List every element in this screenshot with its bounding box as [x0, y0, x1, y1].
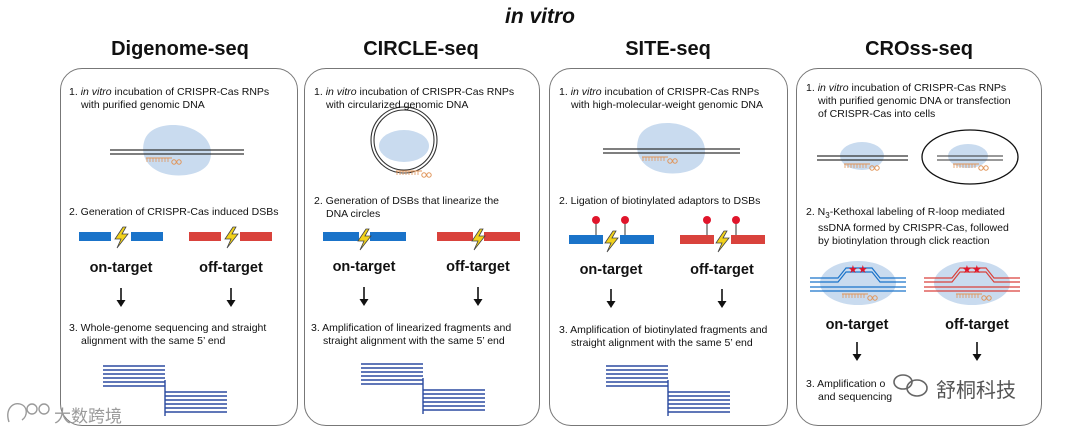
site-on-target-adaptors: [569, 215, 654, 253]
circle-off-target-dsb: [437, 228, 520, 251]
circle-on-target-label: on-target: [332, 259, 396, 275]
panel-digenome-seq: [60, 68, 298, 426]
cross-on-target-label: on-target: [825, 317, 889, 333]
main-title: in vitro: [504, 5, 575, 28]
site-dna-complex: [603, 122, 740, 174]
digenome-step1: 1. in vitro incubation of CRISPR-Cas RNP…: [69, 86, 270, 111]
circle-step2: 2. Generation of DSBs that linearize the…: [314, 195, 500, 220]
cross-off-arrow: [971, 341, 983, 362]
circle-step3: 3. Amplification of linearized fragments…: [311, 322, 512, 347]
site-off-arrow: [716, 288, 728, 309]
digenome-on-arrow: [115, 287, 127, 308]
digenome-off-target-label: off-target: [199, 260, 263, 276]
title-digenome-seq: Digenome-seq: [111, 38, 249, 60]
cross-on-target-rloop: ★★: [810, 261, 906, 305]
watermark-left-text: 大数跨境: [54, 407, 122, 426]
cross-dna-complex: [817, 142, 908, 171]
panel-cross-seq: [796, 68, 1042, 426]
cross-step3: 3. Amplification o and sequencing: [806, 378, 893, 403]
digenome-on-target-dsb: [79, 226, 163, 249]
svg-text:★★: ★★: [848, 263, 868, 276]
site-step2: 2. Ligation of biotinylated adaptors to …: [559, 195, 761, 207]
digenome-on-target-label: on-target: [89, 260, 153, 276]
digenome-off-arrow: [225, 287, 237, 308]
cross-on-arrow: [851, 341, 863, 362]
digenome-off-target-dsb: [189, 226, 272, 249]
digenome-dna-complex: [110, 124, 244, 176]
circle-aligned-reads: [360, 363, 486, 415]
cross-off-target-label: off-target: [945, 317, 1009, 333]
panel-circle-seq: [304, 68, 540, 426]
circle-on-target-dsb: [323, 228, 406, 251]
circle-dna-complex: [370, 106, 438, 178]
panel-site-seq: [549, 68, 788, 426]
cross-step2: 2. N3-Kethoxal labeling of R-loop mediat…: [806, 206, 1009, 248]
watermark-right-logo: [893, 374, 928, 397]
cross-cell-complex: [921, 129, 1019, 185]
site-on-arrow: [605, 288, 617, 309]
cross-step1: 1. in vitro incubation of CRISPR-Cas RNP…: [806, 82, 1011, 120]
watermark-left-logo: [7, 403, 50, 423]
circle-off-arrow: [472, 286, 484, 307]
digenome-step3: 3. Whole-genome sequencing and straight …: [69, 322, 267, 347]
circle-step1: 1. in vitro incubation of CRISPR-Cas RNP…: [314, 86, 515, 111]
title-cross-seq: CROss-seq: [865, 38, 973, 60]
digenome-step2: 2. Generation of CRISPR-Cas induced DSBs: [69, 206, 279, 218]
circle-off-target-label: off-target: [446, 259, 510, 275]
title-site-seq: SITE-seq: [625, 38, 711, 60]
site-aligned-reads: [605, 365, 731, 417]
watermark-right-text: 舒桐科技: [936, 380, 1016, 402]
site-off-target-adaptors: [680, 215, 765, 253]
cross-off-target-rloop: ★★: [924, 261, 1020, 305]
circle-on-arrow: [358, 286, 370, 307]
svg-text:★★: ★★: [962, 263, 982, 276]
site-step1: 1. in vitro incubation of CRISPR-Cas RNP…: [559, 86, 763, 111]
site-off-target-label: off-target: [690, 262, 754, 278]
title-circle-seq: CIRCLE-seq: [363, 38, 479, 60]
site-step3: 3. Amplification of biotinylated fragmen…: [559, 324, 768, 349]
site-on-target-label: on-target: [579, 262, 643, 278]
